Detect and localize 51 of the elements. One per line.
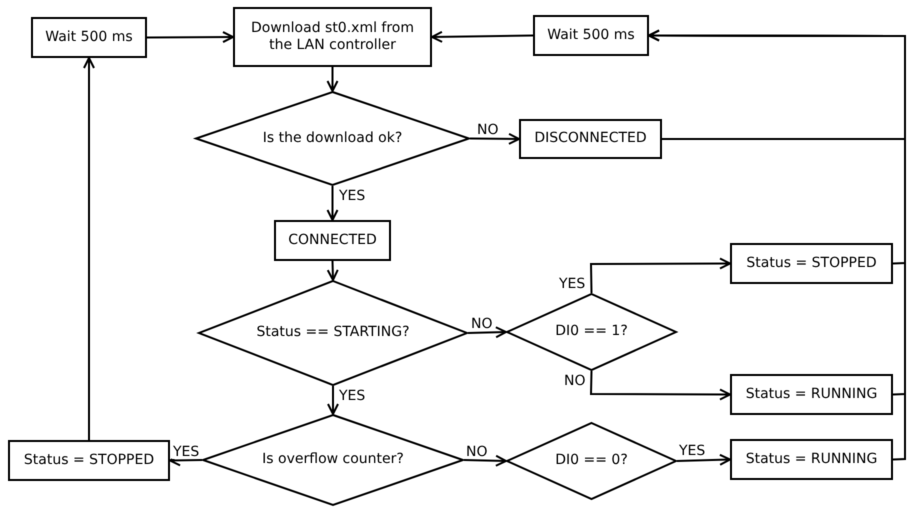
process-box (730, 439, 893, 480)
arrow (326, 260, 339, 281)
arrow (326, 186, 338, 221)
node-text: Status = RUNNING (746, 386, 878, 404)
edge-label: YES (338, 189, 366, 203)
process-box (31, 17, 147, 58)
edge-label: NO (470, 317, 494, 331)
node-text: Is overflow counter? (262, 451, 404, 469)
edge-label: YES (678, 444, 706, 458)
node-text: DI0 == 0? (555, 452, 628, 470)
decision-diamond (198, 280, 468, 386)
node-text: CONNECTED (288, 232, 377, 250)
edge-label: NO (563, 374, 586, 388)
edge-label: YES (558, 277, 586, 291)
process-box (274, 220, 391, 261)
decision-diamond (202, 414, 464, 506)
process-box (233, 7, 432, 67)
node-text: Status = STOPPED (746, 254, 877, 272)
node-text: Download st0.xml from the LAN controller (250, 20, 416, 54)
edge-label: YES (172, 445, 200, 459)
process-box (730, 243, 893, 284)
arrow (590, 370, 731, 400)
arrow (431, 30, 534, 43)
arrow (326, 67, 338, 92)
arrow (327, 386, 339, 415)
arrow (468, 326, 507, 338)
arrow (590, 258, 731, 294)
node-text: DISCONNECTED (534, 130, 647, 148)
node-text: Is the download ok? (262, 130, 402, 148)
decision-diamond (195, 91, 470, 186)
node-text: Status == STARTING? (256, 324, 410, 342)
process-box (8, 440, 170, 481)
edge-label: NO (465, 445, 488, 459)
process-box (533, 15, 649, 56)
edge-label: YES (338, 389, 366, 403)
node-text: Status = STOPPED (24, 452, 154, 470)
arrow (83, 57, 95, 440)
arrow (676, 454, 731, 466)
arrow (648, 30, 906, 460)
arrow (470, 132, 520, 145)
process-box (730, 374, 893, 415)
edge-label: NO (476, 123, 500, 137)
process-box (519, 119, 662, 159)
node-text: Wait 500 ms (547, 26, 635, 44)
decision-diamond (506, 293, 677, 371)
decision-diamond (506, 422, 677, 500)
arrow (147, 31, 234, 44)
arrow (464, 454, 507, 467)
node-text: Wait 500 ms (45, 28, 133, 46)
node-text: DI0 == 1? (555, 323, 628, 341)
node-text: Status = RUNNING (746, 450, 878, 468)
